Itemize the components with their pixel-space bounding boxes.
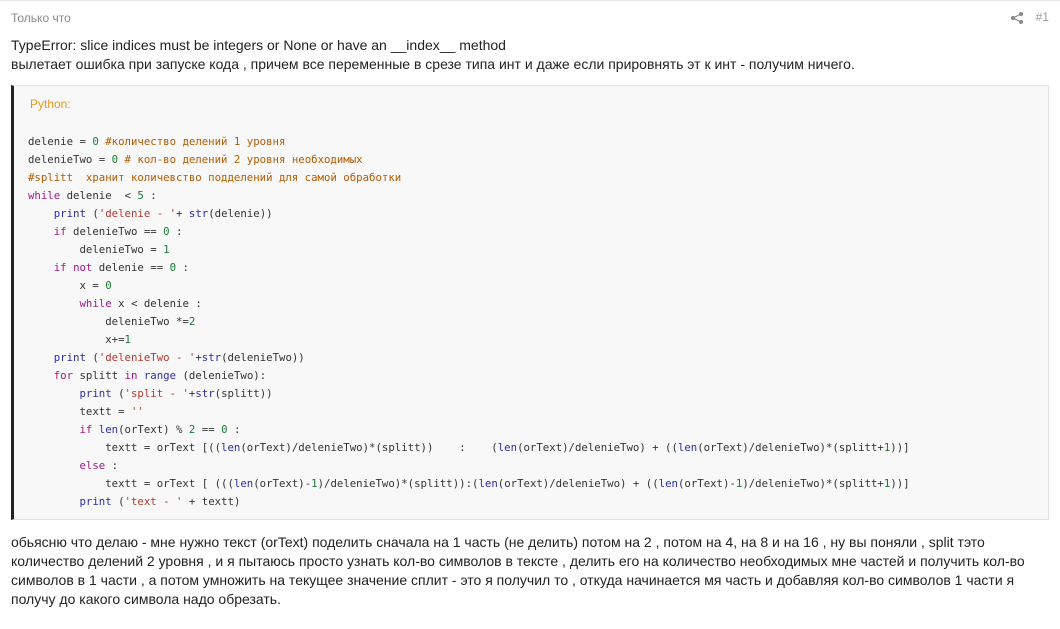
code-language-label: Python: — [30, 97, 71, 111]
code-line: delenieTwo = 1 — [28, 243, 170, 256]
explanation-text: обьясню что делаю - мне нужно текст (orT… — [11, 533, 1047, 609]
explanation-line: обьясню что делаю - мне нужно текст (orT… — [11, 534, 985, 550]
code-content: delenie = 0 #количество делений 1 уровня… — [28, 133, 910, 511]
code-line: print ('delenieTwo - '+str(delenieTwo)) — [53, 351, 305, 364]
code-line: if delenieTwo == 0 : — [53, 225, 183, 238]
share-icon[interactable] — [1010, 11, 1024, 25]
code-line: textt = '' — [28, 405, 144, 418]
code-line: while x < delenie : — [79, 297, 202, 310]
code-line: print ('split - '+str(splitt)) — [79, 387, 273, 400]
code-line: delenieTwo = 0 # кол-во делений 2 уровня… — [28, 153, 363, 166]
code-line: textt = orText [((len(orText)/delenieTwo… — [28, 441, 910, 454]
code-line: for splitt in range (delenieTwo): — [53, 369, 267, 382]
code-line: delenieTwo *=2 — [28, 315, 196, 328]
question-description-line: вылетает ошибка при запуске кода , приче… — [11, 56, 855, 72]
question-error-line: TypeError: slice indices must be integer… — [11, 37, 506, 53]
post-header: Только что #1 — [0, 0, 1060, 37]
explanation-line: количество делений 2 уровня , и я пытаюс… — [11, 553, 1025, 569]
code-line: else : — [79, 459, 119, 472]
post-number-link[interactable]: #1 — [1035, 10, 1049, 24]
code-line: print ('text - ' + textt) — [79, 495, 241, 508]
code-line: textt = orText [ (((len(orText)-1)/delen… — [28, 477, 910, 490]
code-line: while delenie < 5 : — [28, 189, 157, 202]
code-line: if len(orText) % 2 == 0 : — [79, 423, 241, 436]
code-line: delenie = 0 #количество делений 1 уровня — [28, 135, 286, 148]
code-line: if not delenie == 0 : — [53, 261, 189, 274]
code-line: #splitt хранит количевство подделений дл… — [28, 171, 402, 184]
explanation-line: символов в 1 части , а потом умножить на… — [11, 572, 1015, 588]
code-line: x = 0 — [28, 279, 112, 292]
code-block: Python: delenie = 0 #количество делений … — [11, 85, 1049, 520]
explanation-line: получу до какого символа надо обрезать. — [11, 591, 281, 607]
post-timestamp: Только что — [11, 11, 71, 25]
code-line: x+=1 — [28, 333, 131, 346]
code-line: print ('delenie - '+ str(delenie)) — [53, 207, 273, 220]
